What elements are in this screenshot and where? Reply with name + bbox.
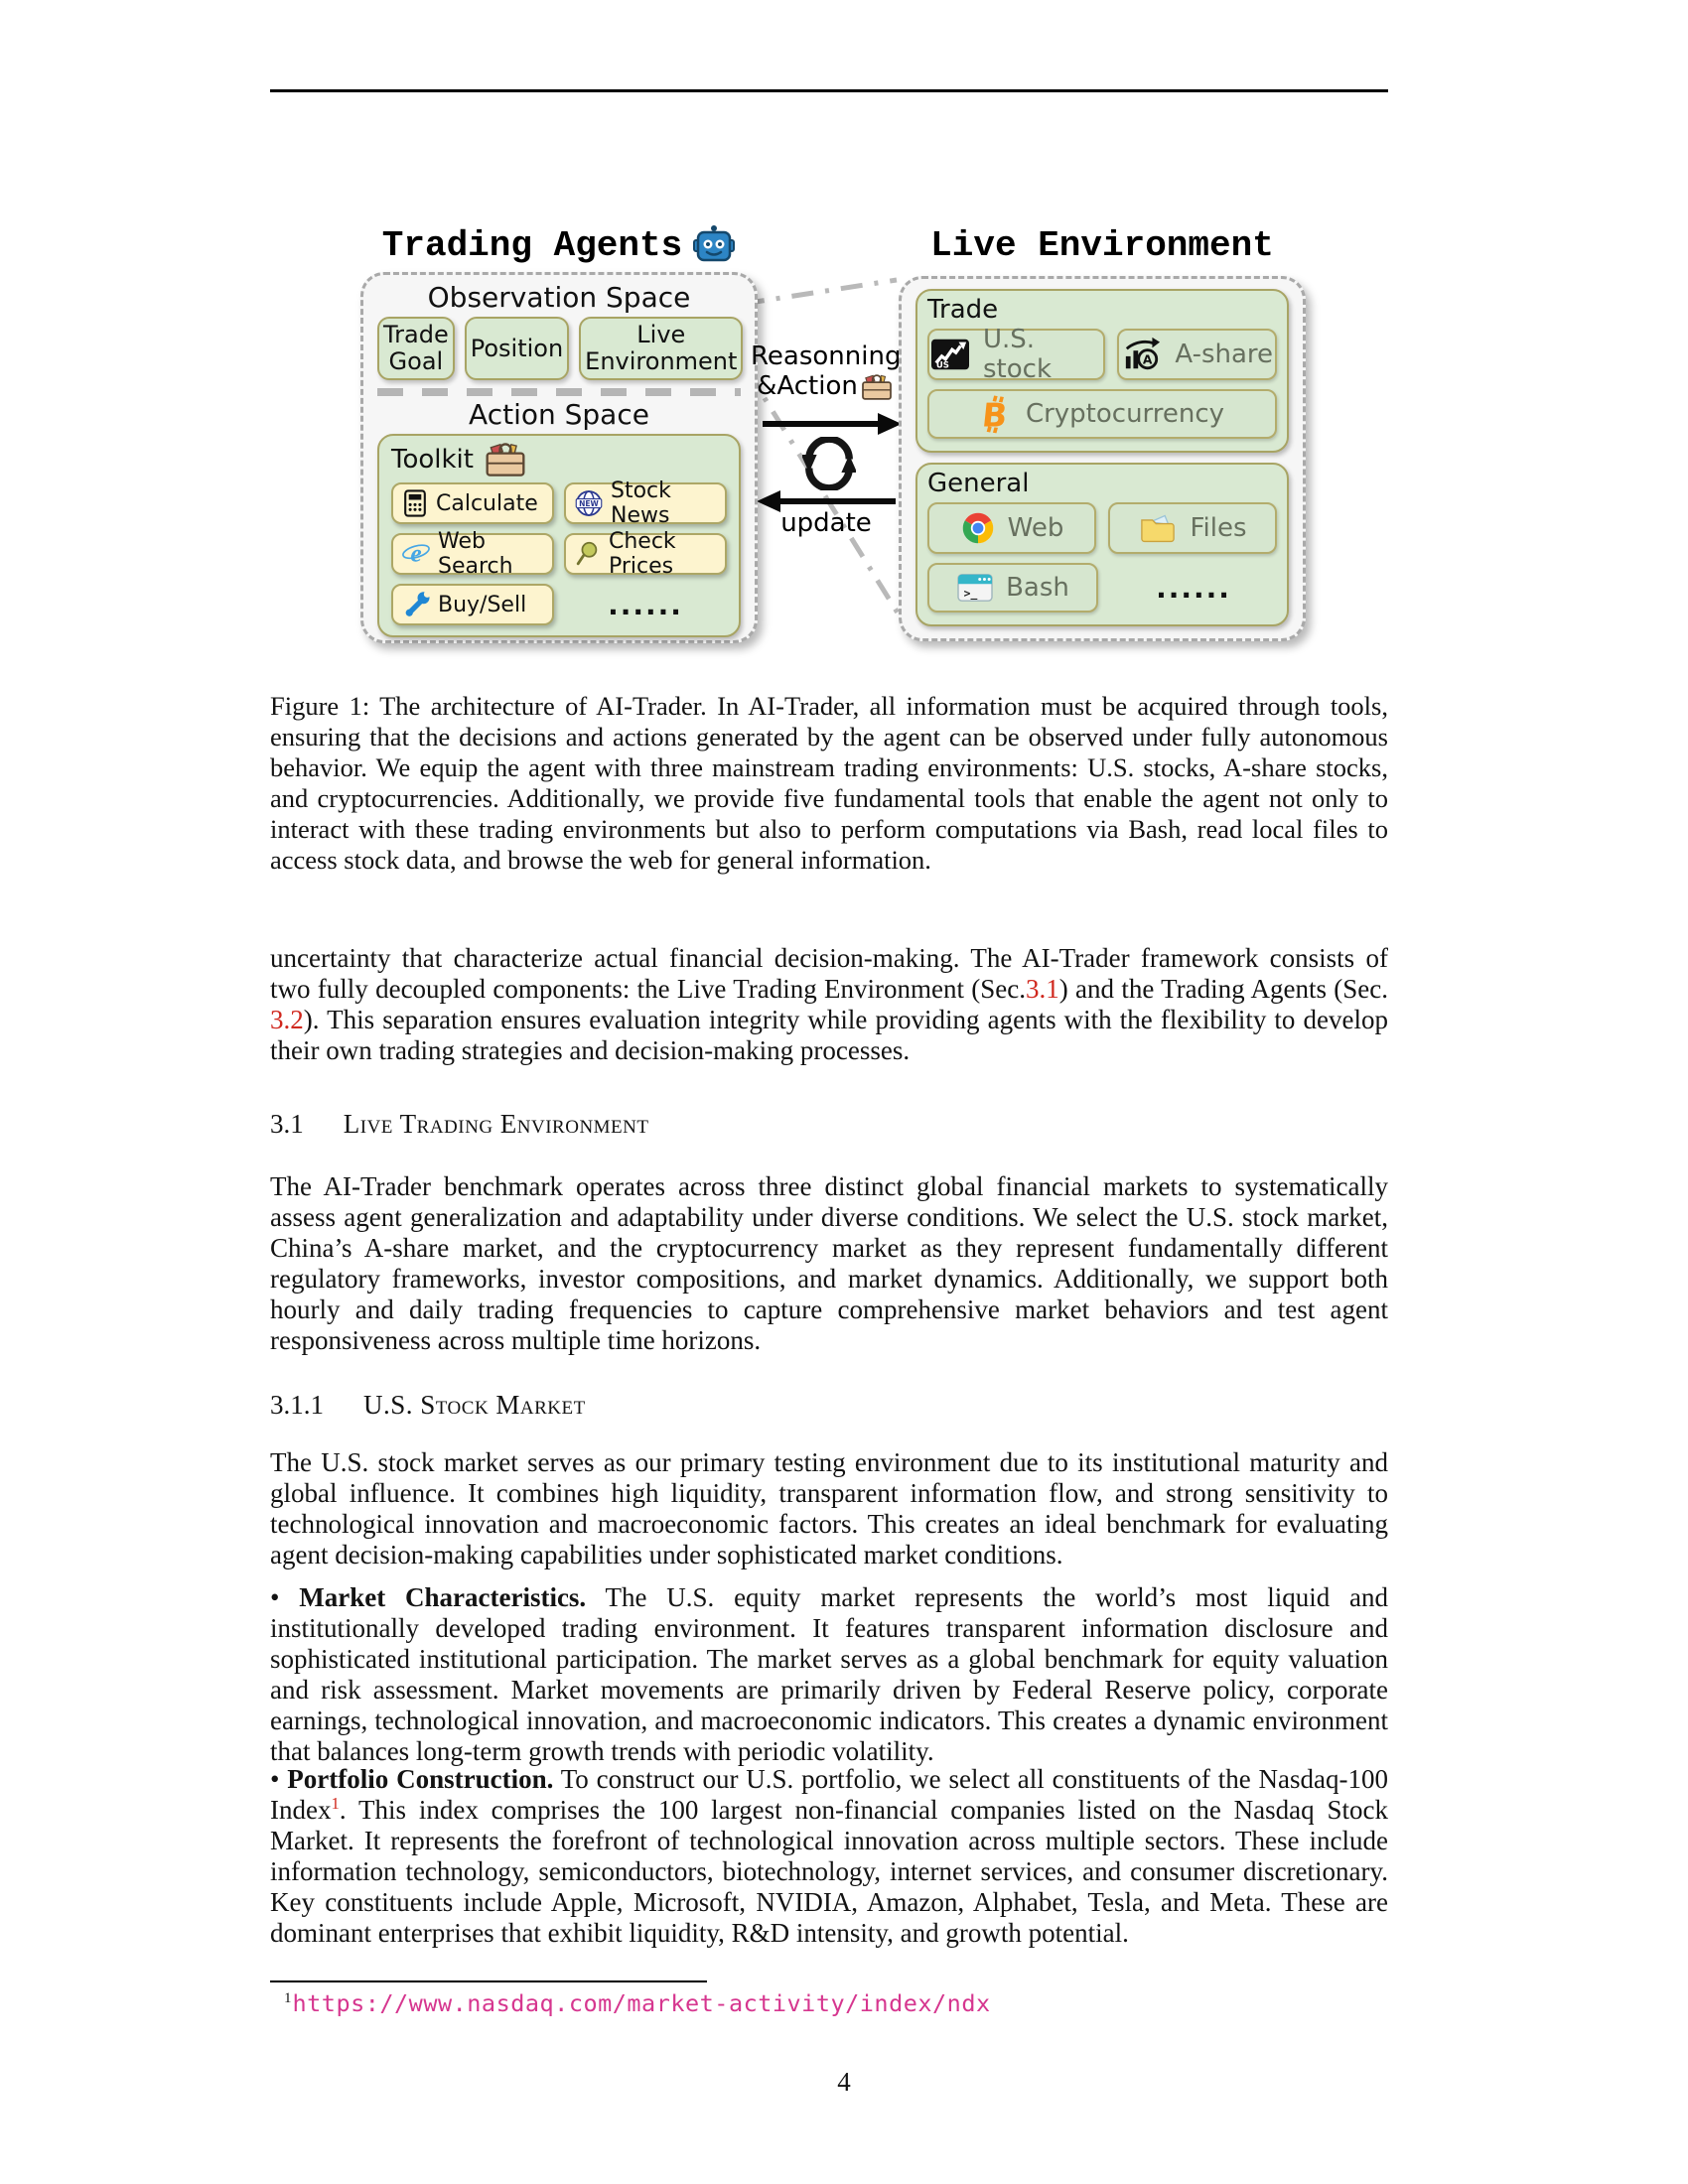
update-label: update — [780, 508, 872, 538]
toolbox-icon — [860, 373, 894, 401]
svg-text:US: US — [936, 360, 949, 370]
news-globe-icon: NEW — [574, 488, 604, 518]
bitcoin-icon: B — [980, 394, 1014, 434]
trade-box: Trade US U.S. stock — [915, 289, 1289, 453]
svg-text:B: B — [980, 397, 1009, 434]
action-space-label: Action Space — [469, 398, 649, 431]
us-stock-chart-icon: US — [929, 336, 971, 373]
bullet-market-characteristics: • Market Characteristics. The U.S. equit… — [270, 1582, 1388, 1766]
env-item-bash: >_ Bash — [927, 563, 1098, 613]
env-item-us-stock: US U.S. stock — [927, 325, 1106, 384]
trading-agents-panel: Observation Space Trade Goal Position Li… — [360, 272, 758, 643]
svg-text:e: e — [410, 539, 421, 568]
section-ref-3-2[interactable]: 3.2 — [270, 1005, 304, 1034]
observation-box-position: Position — [464, 317, 570, 380]
paragraph-live-environment: The AI-Trader benchmark operates across … — [270, 1171, 1388, 1355]
bullet-portfolio-construction: • Portfolio Construction. To construct o… — [270, 1764, 1389, 1948]
tool-web-search: e Web Search — [391, 529, 554, 579]
wrench-icon — [401, 590, 431, 619]
toolkit-box: Toolkit — [377, 434, 741, 637]
footnote-marker: 1 — [284, 1990, 292, 2006]
observation-box-trade-goal: Trade Goal — [377, 317, 455, 380]
tool-check-prices: Check Prices — [564, 529, 727, 579]
footnote-rule — [270, 1980, 707, 1982]
tool-calculate: Calculate — [391, 482, 554, 524]
footnote-ref-1[interactable]: 1 — [331, 1794, 340, 1813]
browser-e-icon: e — [401, 539, 431, 569]
svg-text:A: A — [1143, 353, 1153, 367]
agents-panel-title: Trading Agents — [360, 222, 758, 268]
observation-space-label: Observation Space — [427, 281, 691, 314]
env-panel-title: Live Environment — [899, 222, 1306, 268]
magnifier-icon — [574, 539, 602, 569]
env-item-a-share: A A-share — [1117, 329, 1277, 380]
agents-panel-title-text: Trading Agents — [381, 224, 683, 266]
page-number: 4 — [837, 2067, 851, 2097]
env-item-files: Files — [1108, 502, 1277, 554]
tool-stock-news: NEW Stock News — [564, 478, 727, 528]
footnote: 1https://www.nasdaq.com/market-activity/… — [284, 1989, 991, 2018]
folder-icon — [1138, 511, 1178, 545]
tool-buy-sell: Buy/Sell — [391, 584, 554, 625]
observation-box-live-environment: Live Environment — [579, 317, 744, 380]
paragraph-us-stock-market: The U.S. stock market serves as our prim… — [270, 1447, 1388, 1570]
toolkit-label: Toolkit — [391, 445, 474, 475]
bullet-marker: • — [270, 1764, 280, 1794]
observation-boxes: Trade Goal Position Live Environment — [377, 317, 744, 380]
space-divider — [377, 388, 741, 396]
svg-text:NEW: NEW — [579, 499, 599, 508]
robot-icon — [692, 224, 736, 266]
env-item-web: Web — [927, 502, 1096, 554]
general-box-label: General — [927, 469, 1030, 498]
section-ref-3-1[interactable]: 3.1 — [1026, 974, 1059, 1004]
env-item-cryptocurrency: B Cryptocurrency — [927, 389, 1277, 439]
trade-box-label: Trade — [927, 295, 999, 325]
cycle-arrows-icon — [802, 437, 856, 490]
env-panel-title-text: Live Environment — [930, 224, 1274, 266]
header-rule — [270, 89, 1388, 92]
more-env-ellipsis: ...... — [1156, 571, 1231, 605]
chrome-icon — [960, 510, 996, 546]
bullet-marker: • — [270, 1582, 280, 1612]
tool-grid: Calculate NEW Stock News — [391, 478, 727, 625]
svg-text:>_: >_ — [964, 586, 978, 600]
more-tools-ellipsis: ...... — [608, 588, 683, 621]
paragraph-intro: uncertainty that characterize actual fin… — [270, 943, 1388, 1065]
general-box: General Web — [915, 463, 1289, 626]
calculator-icon — [401, 488, 429, 518]
toolbox-icon — [484, 441, 527, 478]
reasoning-action-label: Reasonning &Action — [751, 341, 902, 401]
a-share-chart-icon: A — [1121, 336, 1163, 373]
live-environment-panel: Trade US U.S. stock — [899, 276, 1306, 641]
footnote-url[interactable]: https://www.nasdaq.com/market-activity/i… — [292, 1989, 991, 2017]
figure-caption: Figure 1: The architecture of AI-Trader.… — [270, 691, 1388, 875]
terminal-icon: >_ — [956, 571, 994, 605]
